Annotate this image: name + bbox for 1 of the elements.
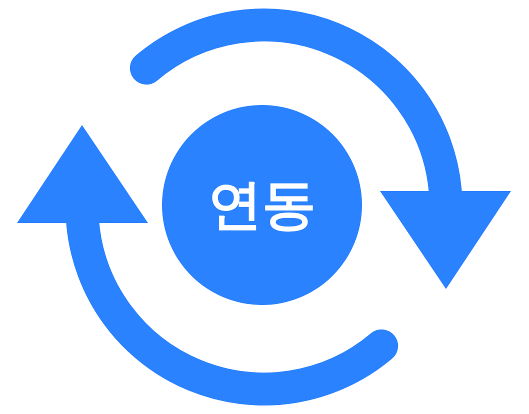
circle-label: 연동 [208, 178, 316, 232]
